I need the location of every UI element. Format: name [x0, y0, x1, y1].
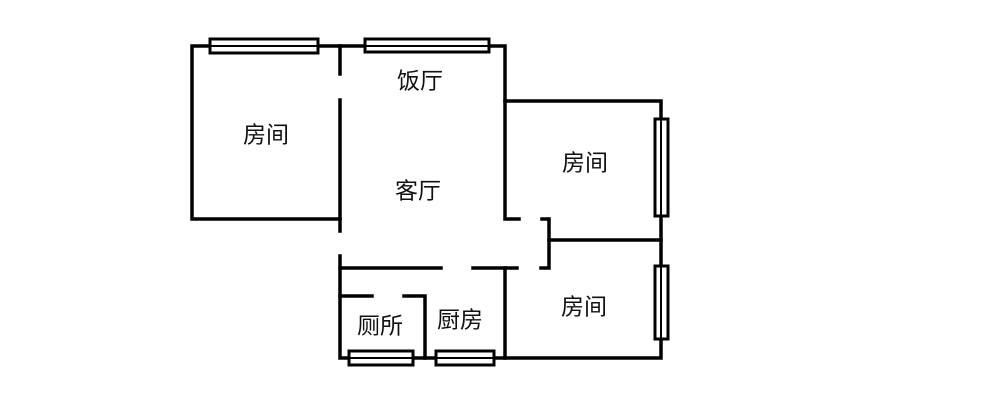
window [347, 349, 415, 367]
wall [338, 44, 663, 360]
room-label-dining: 饭厅 [397, 69, 443, 95]
wall [503, 99, 521, 221]
window [434, 349, 496, 367]
room-label-living: 客厅 [395, 179, 441, 205]
windows [208, 37, 670, 367]
walls [190, 44, 663, 360]
room-label-bedroom-left: 房间 [243, 123, 289, 149]
window [653, 264, 670, 341]
window [208, 37, 320, 55]
room-label-toilet: 厕所 [357, 314, 403, 340]
room-labels: 房间 饭厅 客厅 房间 房间 厕所 厨房 [243, 69, 608, 340]
wall [539, 217, 551, 270]
wall [402, 294, 427, 360]
room-label-kitchen: 厨房 [437, 308, 483, 334]
room-label-bedroom-right-top: 房间 [562, 151, 608, 177]
window [363, 37, 491, 54]
window [653, 117, 670, 218]
room-label-bedroom-right-bottom: 房间 [561, 295, 607, 321]
